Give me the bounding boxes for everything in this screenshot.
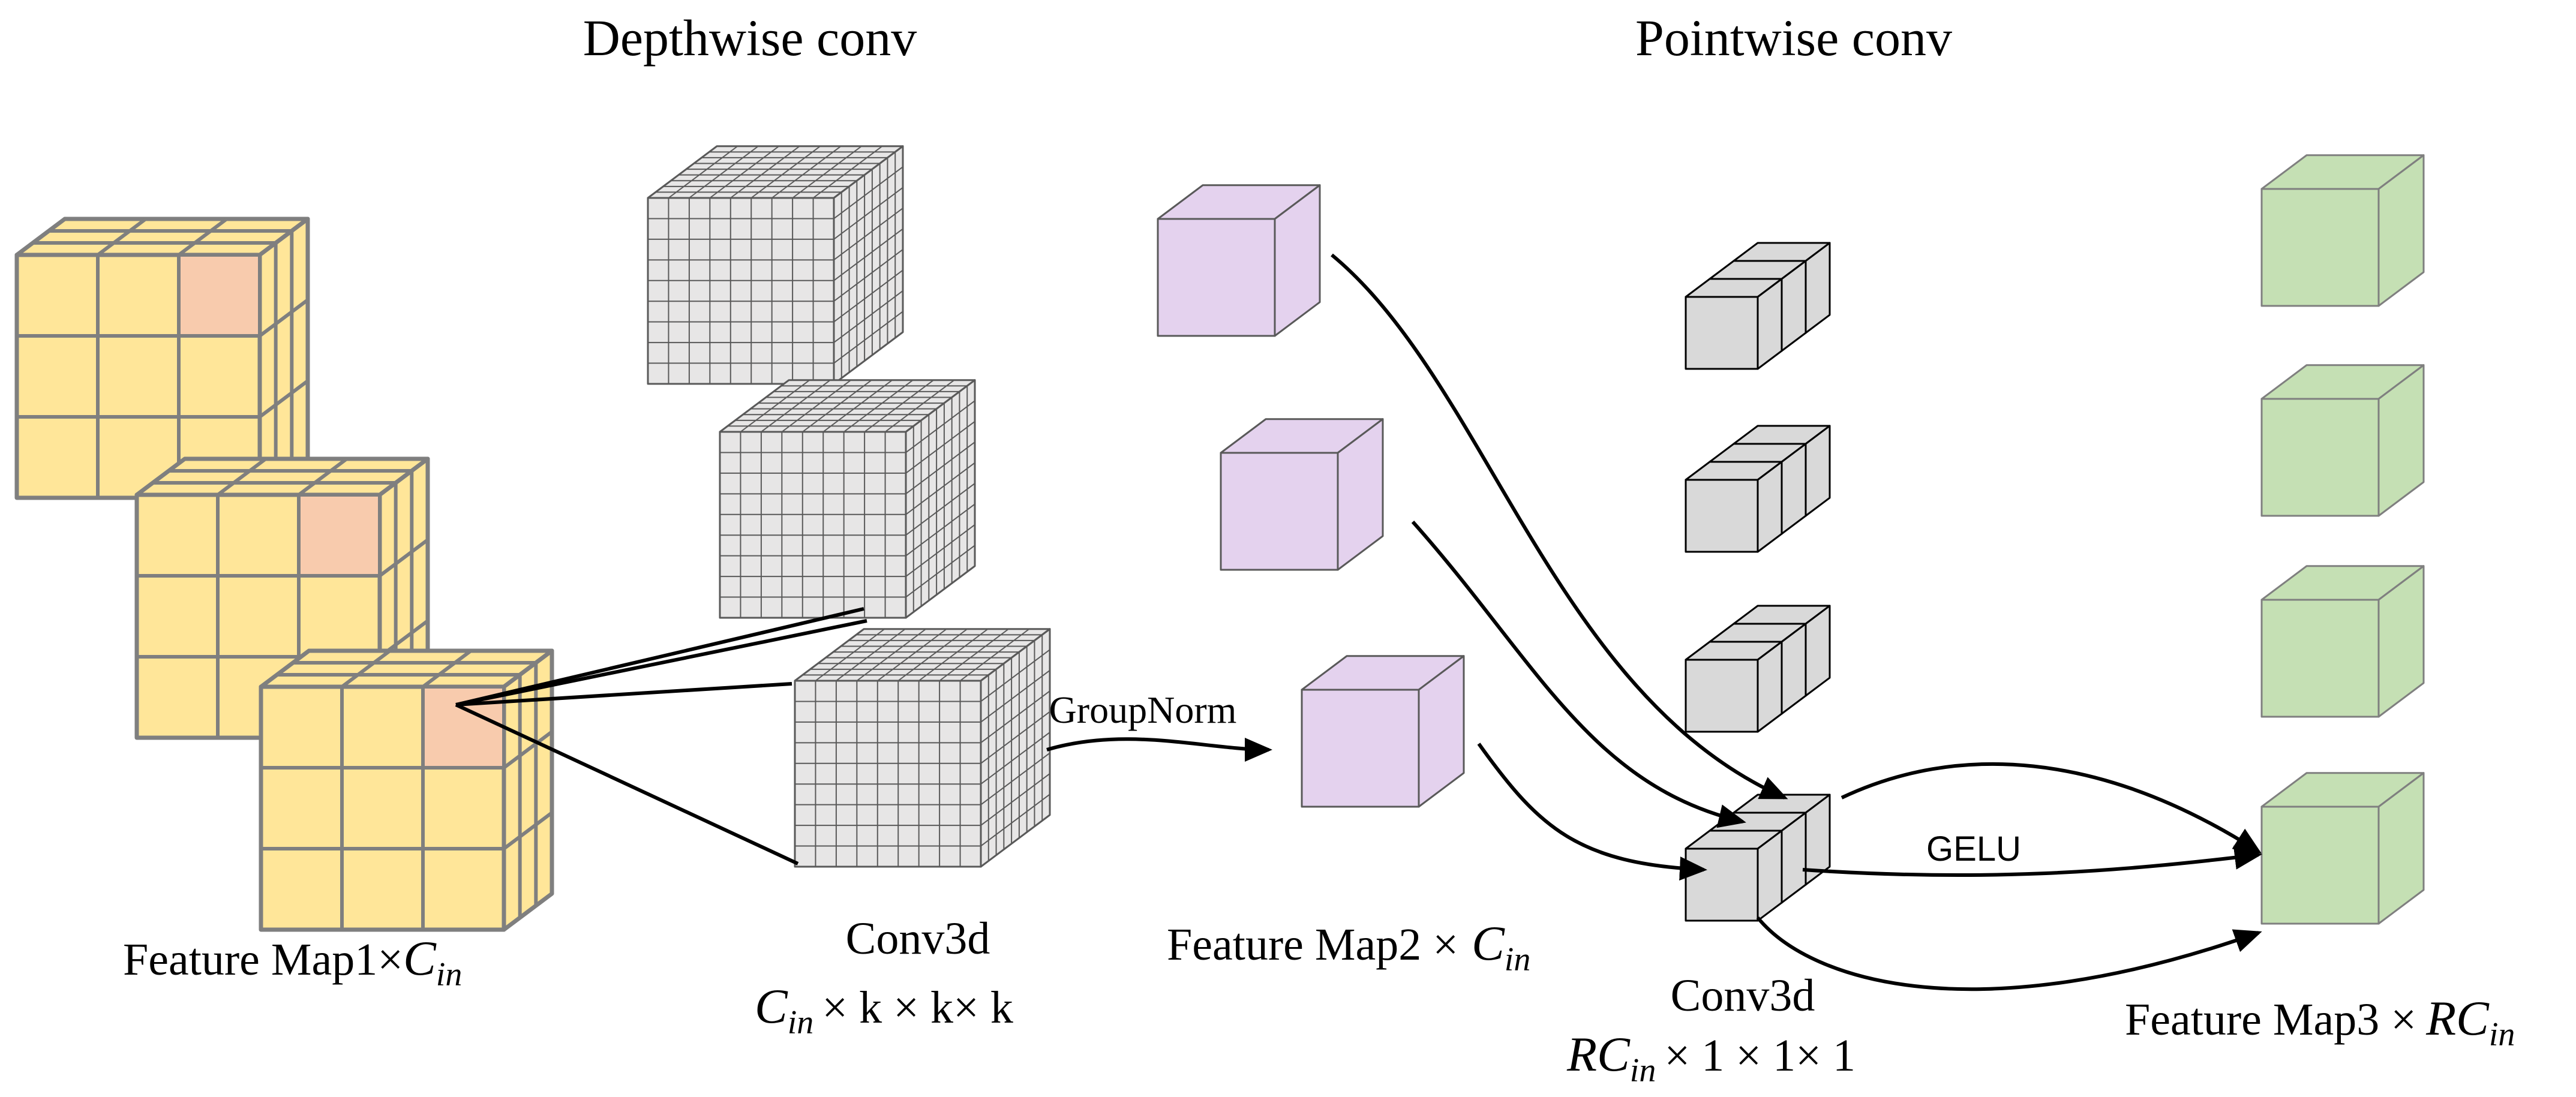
gelu-arrows xyxy=(1756,762,2262,991)
conv3d-pointwise-label: Conv3d RCin× 1 × 1× 1 xyxy=(1566,970,1856,1089)
gelu-label: GELU xyxy=(1926,829,2021,868)
pointwise-block-2-unit-3-front xyxy=(1685,479,1759,553)
depthwise-kernel-cubes xyxy=(647,145,1051,868)
yellow-cube-2-highlight-cell xyxy=(297,493,382,578)
green-cube-3-front xyxy=(2260,599,2380,718)
purple-cube-2-front xyxy=(1220,452,1339,571)
kernel-cube-2-front xyxy=(719,431,907,619)
pointwise-kernel-blocks xyxy=(1685,242,1831,922)
pointwise-block-3-unit-3-front xyxy=(1685,659,1759,733)
conv3d-depthwise-label: Conv3d Cin× k × k× k xyxy=(755,913,1013,1041)
kernel-cube-3-front xyxy=(794,680,982,868)
svg-text:Cin× k × k× k: Cin× k × k× k xyxy=(755,979,1013,1041)
svg-text:Conv3d: Conv3d xyxy=(1671,970,1815,1021)
svg-text:Feature Map1×Cin: Feature Map1×Cin xyxy=(123,931,462,993)
groupnorm-arrow xyxy=(1046,737,1272,762)
feature-map2-label: Feature Map2 ×Cin xyxy=(1167,916,1530,978)
kernel-cube-1-front xyxy=(647,197,835,385)
feature-map3-cubes xyxy=(2260,154,2425,925)
depthwise-title: Depthwise conv xyxy=(583,9,917,67)
feature-map3-label: Feature Map3 ×RCin xyxy=(2125,991,2515,1053)
feature-map1-cubes xyxy=(14,217,554,932)
svg-text:Feature Map2 ×Cin: Feature Map2 ×Cin xyxy=(1167,916,1530,978)
yellow-cube-1-side xyxy=(257,217,310,500)
receptive-field-lines xyxy=(455,607,867,865)
green-cube-2-front xyxy=(2260,398,2380,517)
svg-text:Conv3d: Conv3d xyxy=(846,913,990,964)
pointwise-arrows xyxy=(1331,253,1788,881)
green-cube-4-front xyxy=(2260,806,2380,925)
svg-text:Feature Map3 ×RCin: Feature Map3 ×RCin xyxy=(2125,991,2515,1053)
pointwise-block-1-unit-3-front xyxy=(1685,296,1759,370)
pointwise-title: Pointwise conv xyxy=(1635,9,1952,67)
yellow-cube-3-highlight-cell xyxy=(421,685,506,770)
feature-map1-label: Feature Map1×Cin xyxy=(123,931,462,993)
feature-map2-cubes xyxy=(1157,184,1465,808)
purple-cube-3-front xyxy=(1301,689,1420,808)
svg-text:RCin× 1 × 1× 1: RCin× 1 × 1× 1 xyxy=(1566,1027,1856,1089)
groupnorm-label: GroupNorm xyxy=(1049,689,1237,731)
yellow-cube-1-highlight-cell xyxy=(177,253,262,338)
pointwise-block-4-unit-3-front xyxy=(1685,847,1759,922)
purple-cube-1-front xyxy=(1157,218,1276,337)
green-cube-1-front xyxy=(2260,188,2380,307)
